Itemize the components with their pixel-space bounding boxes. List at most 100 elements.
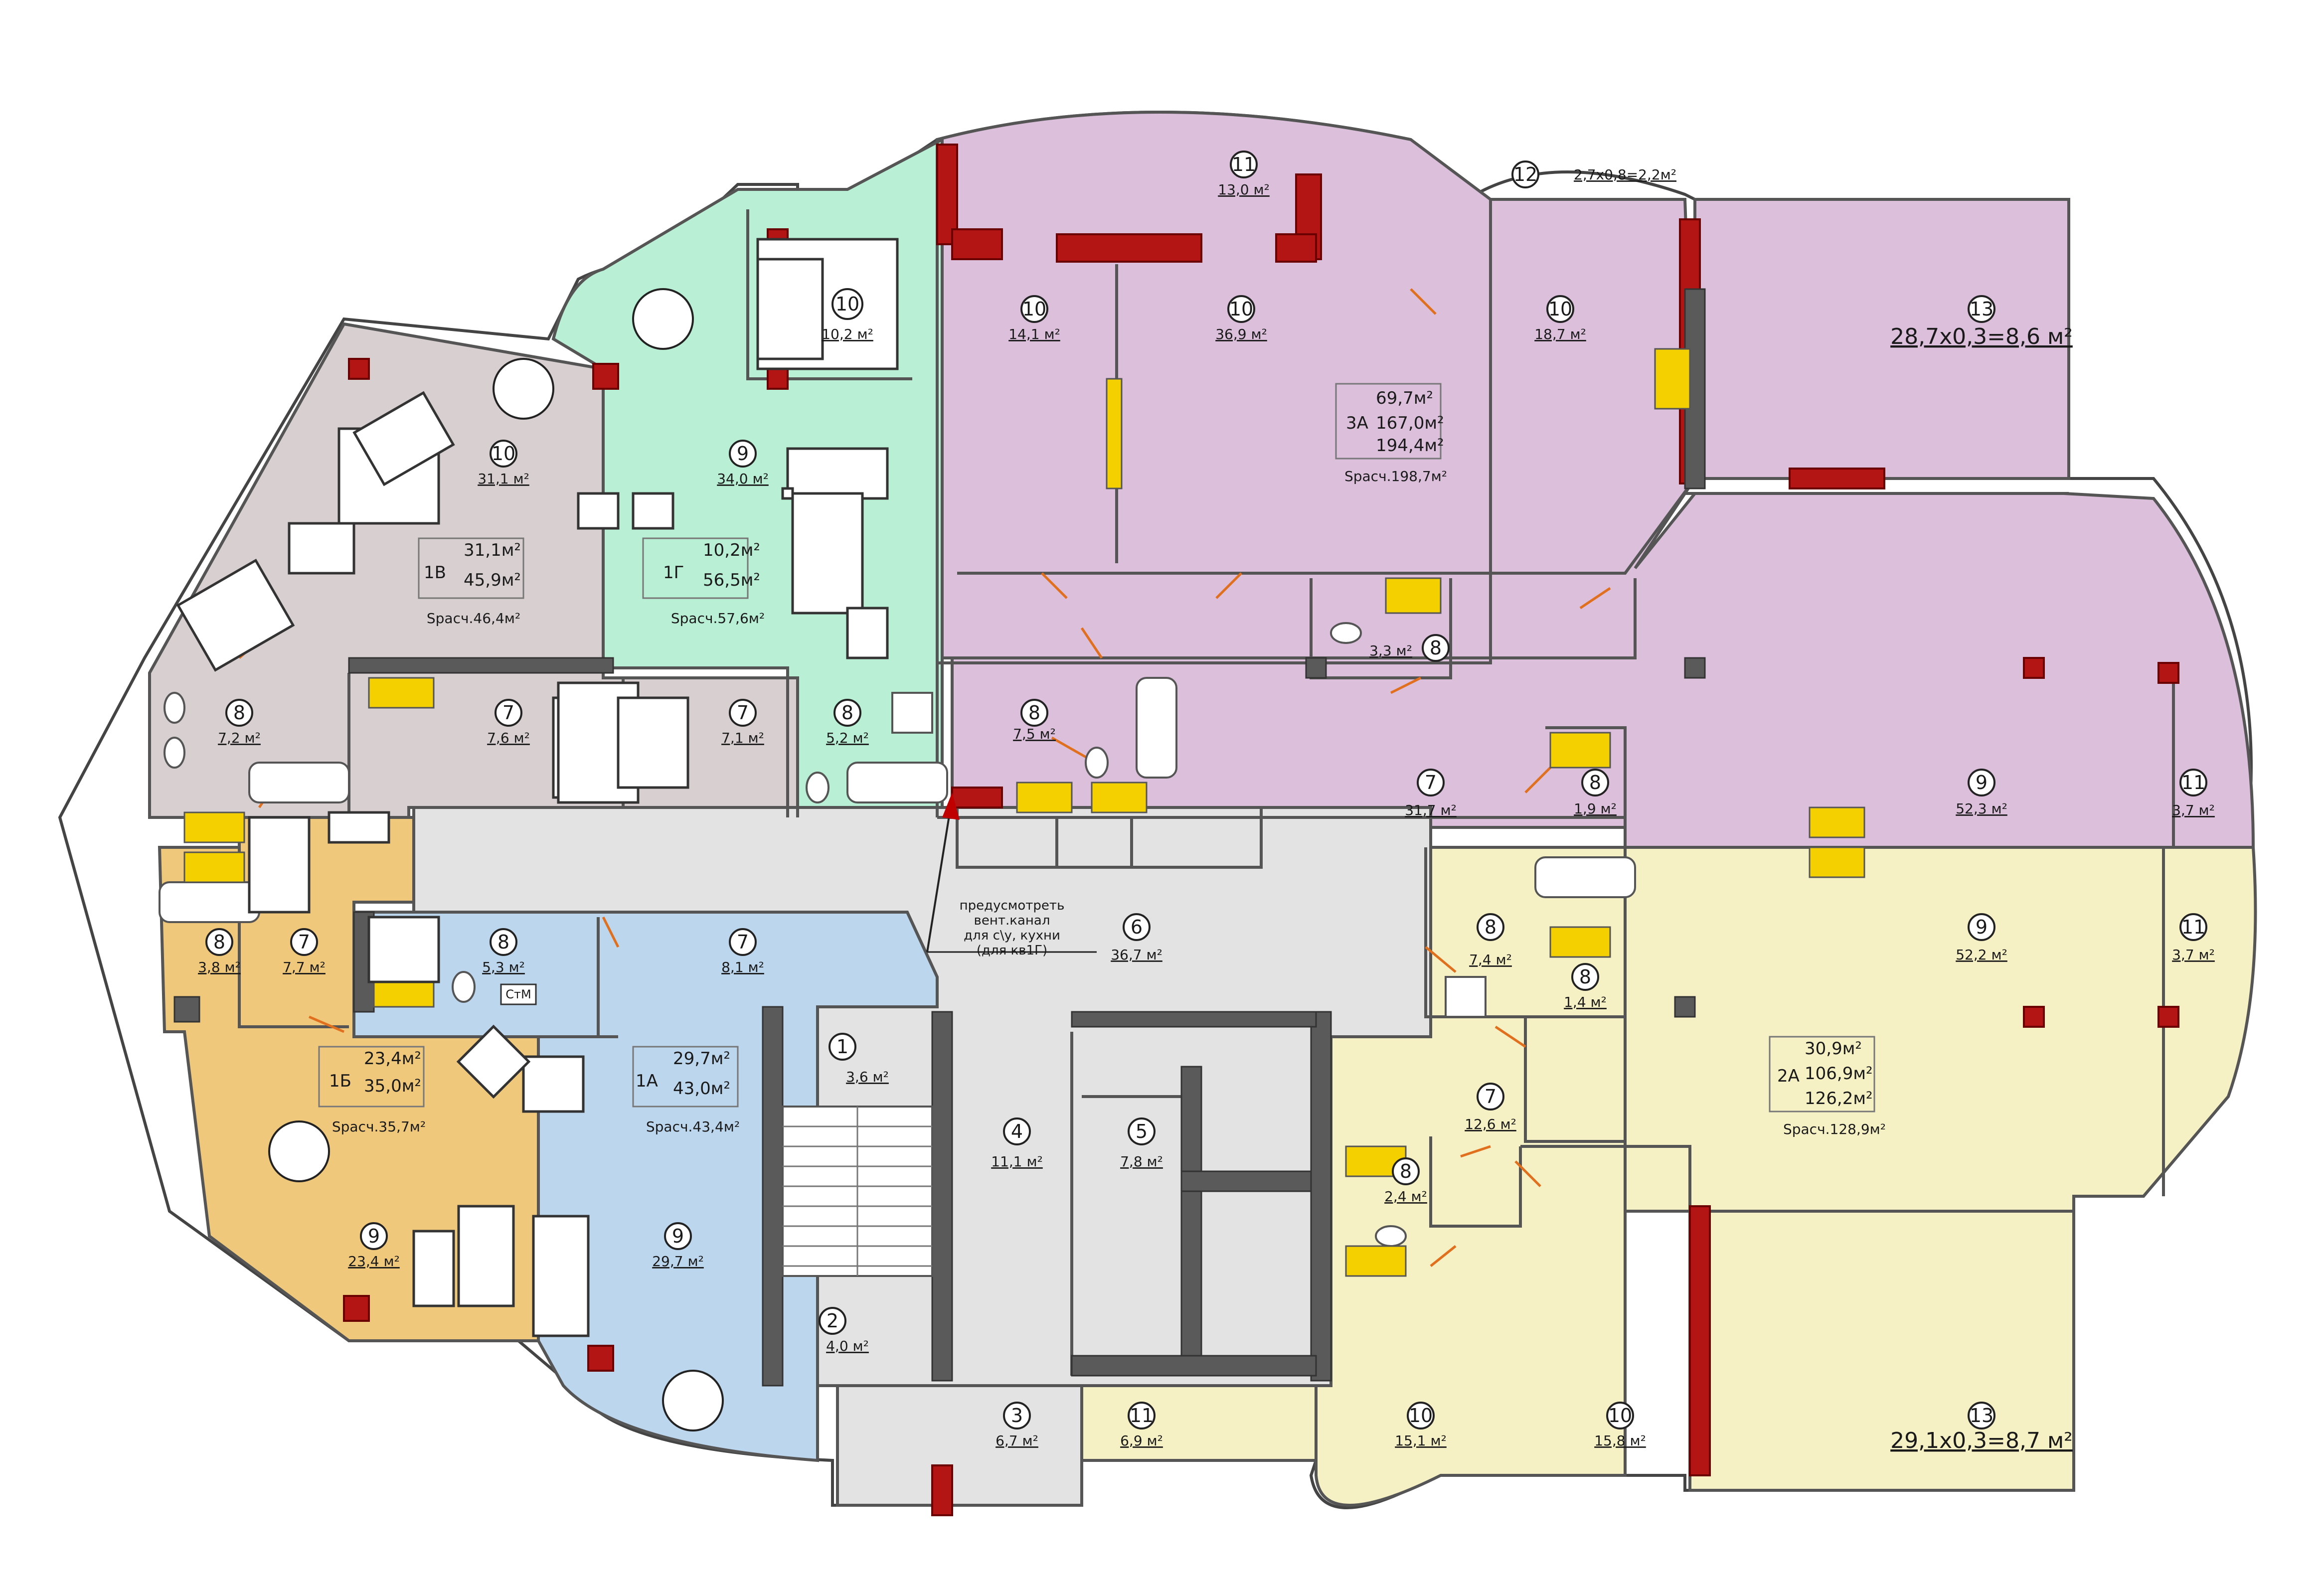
svg-text:31,7 м²: 31,7 м² — [1405, 802, 1457, 818]
svg-text:7,8 м²: 7,8 м² — [1120, 1153, 1163, 1170]
svg-text:3,6 м²: 3,6 м² — [846, 1069, 889, 1085]
svg-text:29,1х0,3=8,7 м²: 29,1х0,3=8,7 м² — [1890, 1428, 2073, 1453]
staircase — [782, 1106, 933, 1277]
svg-text:18,7 м²: 18,7 м² — [1534, 326, 1586, 342]
svg-text:8: 8 — [213, 931, 225, 953]
svg-text:15,1 м²: 15,1 м² — [1395, 1432, 1447, 1449]
svg-text:9: 9 — [672, 1225, 684, 1247]
svg-text:12: 12 — [1513, 163, 1537, 185]
svg-text:13,0 м²: 13,0 м² — [1218, 181, 1270, 198]
room-label: 85,3 м² — [482, 928, 525, 975]
svg-text:Sрасч.35,7м²: Sрасч.35,7м² — [332, 1118, 426, 1135]
svg-text:4: 4 — [1011, 1120, 1023, 1142]
room-label: 9 34,0 м² — [717, 440, 769, 487]
svg-text:31,1 м²: 31,1 м² — [478, 471, 529, 487]
svg-text:34,0 м²: 34,0 м² — [717, 471, 769, 487]
room-label: 923,4 м² — [348, 1222, 400, 1270]
svg-text:СтМ: СтМ — [505, 987, 531, 1001]
svg-text:10: 10 — [1409, 1405, 1433, 1427]
svg-text:вент.канал: вент.канал — [974, 913, 1050, 928]
svg-text:10: 10 — [492, 443, 515, 465]
ventilation-note: предусмотреть вент.канал для с\у, кухни … — [926, 793, 1097, 958]
furniture — [176, 238, 899, 1431]
room-label: 13,6 м² — [829, 1033, 889, 1085]
svg-text:35,0м²: 35,0м² — [364, 1076, 421, 1096]
svg-text:8: 8 — [1430, 637, 1442, 659]
svg-text:126,2м²: 126,2м² — [1805, 1089, 1873, 1109]
svg-text:3: 3 — [1011, 1405, 1023, 1427]
svg-text:2А: 2А — [1777, 1066, 1800, 1086]
room-label: 77,6 м² — [487, 699, 530, 746]
svg-text:56,5м²: 56,5м² — [703, 570, 760, 590]
svg-text:7: 7 — [298, 931, 310, 953]
svg-text:10: 10 — [1608, 1405, 1632, 1427]
svg-text:9: 9 — [1976, 916, 1988, 938]
room-label: 36,7 м² — [996, 1402, 1038, 1449]
svg-text:4,0 м²: 4,0 м² — [826, 1338, 869, 1354]
svg-text:31,1м²: 31,1м² — [464, 540, 521, 560]
svg-text:7: 7 — [502, 702, 514, 724]
summary-1G: 1Г 10,2м² 56,5м² Sрасч.57,6м² — [642, 537, 765, 627]
room-label: 87,2 м² — [218, 699, 261, 746]
svg-text:Sрасч.57,6м²: Sрасч.57,6м² — [671, 610, 765, 627]
svg-text:1,9 м²: 1,9 м² — [1574, 800, 1617, 817]
svg-text:43,0м²: 43,0м² — [673, 1079, 730, 1099]
svg-text:10,2м²: 10,2м² — [703, 540, 760, 560]
summary-1V: 1В 31,1м² 45,9м² Sрасч.46,4м² — [418, 537, 524, 627]
svg-text:10: 10 — [835, 293, 859, 315]
room-label: 10 15,8 м² — [1594, 1402, 1646, 1449]
svg-text:7: 7 — [737, 931, 749, 953]
room-label: 929,7 м² — [652, 1222, 704, 1270]
svg-text:10: 10 — [1229, 298, 1253, 320]
room-label: 731,7 м² — [1405, 769, 1457, 818]
svg-text:12,6 м²: 12,6 м² — [1465, 1116, 1516, 1132]
svg-text:45,9м²: 45,9м² — [464, 570, 521, 590]
svg-text:7,5 м²: 7,5 м² — [1013, 726, 1056, 742]
svg-text:7,7 м²: 7,7 м² — [283, 959, 326, 975]
svg-text:8: 8 — [1028, 702, 1040, 724]
svg-text:11: 11 — [2181, 772, 2205, 794]
room-label: 411,1 м² — [991, 1117, 1043, 1170]
svg-text:1Г: 1Г — [663, 563, 684, 583]
svg-text:Sрасч.198,7м²: Sрасч.198,7м² — [1344, 468, 1447, 484]
svg-text:Sрасч.46,4м²: Sрасч.46,4м² — [427, 610, 520, 627]
svg-text:28,7х0,3=8,6 м²: 28,7х0,3=8,6 м² — [1890, 324, 2073, 349]
room-label: 7 7,7 м² — [283, 928, 326, 975]
room-label: 8 1,4 м² — [1564, 963, 1607, 1010]
room-label: 116,9 м² — [1120, 1402, 1163, 1449]
svg-text:11: 11 — [1232, 154, 1256, 175]
room-label: 85,2 м² — [826, 699, 869, 746]
svg-text:14,1 м²: 14,1 м² — [1008, 326, 1060, 342]
summary-2A: 2А 30,9м² 106,9м² 126,2м² Sрасч.128,9м² — [1769, 1036, 1886, 1137]
structural-columns — [173, 288, 1706, 1387]
svg-text:2: 2 — [827, 1310, 838, 1332]
svg-text:52,2 м²: 52,2 м² — [1956, 947, 2007, 963]
room-label: 10 31,1 м² — [478, 440, 529, 487]
svg-text:5,3 м²: 5,3 м² — [482, 959, 525, 975]
room-label: 8 7,5 м² — [1013, 699, 1056, 742]
room-label: 77,1 м² — [721, 699, 764, 746]
svg-text:6,9 м²: 6,9 м² — [1120, 1432, 1163, 1449]
room-label: 2 4,0 м² — [819, 1307, 869, 1354]
svg-text:6: 6 — [1131, 916, 1143, 938]
svg-text:10: 10 — [1548, 298, 1572, 320]
room-label: 952,3 м² — [1956, 769, 2007, 817]
svg-text:8: 8 — [1579, 966, 1591, 988]
summary-1A: 1А 29,7м² 43,0м² Sрасч.43,4м² — [632, 1046, 740, 1135]
svg-text:7: 7 — [1485, 1086, 1496, 1108]
svg-text:9: 9 — [737, 443, 749, 465]
svg-text:3А: 3А — [1346, 413, 1368, 433]
svg-text:194,4м²: 194,4м² — [1376, 436, 1444, 456]
room-label: 10 15,1 м² — [1395, 1402, 1447, 1449]
summary-3A: 3А 69,7м² 167,0м² 194,4м² Sрасч.198,7м² — [1335, 383, 1447, 484]
svg-text:1,4 м²: 1,4 м² — [1564, 994, 1607, 1010]
room-label: 81,9 м² — [1574, 769, 1617, 817]
svg-text:15,8 м²: 15,8 м² — [1594, 1432, 1646, 1449]
svg-text:3,3 м²: 3,3 м² — [1369, 642, 1412, 659]
